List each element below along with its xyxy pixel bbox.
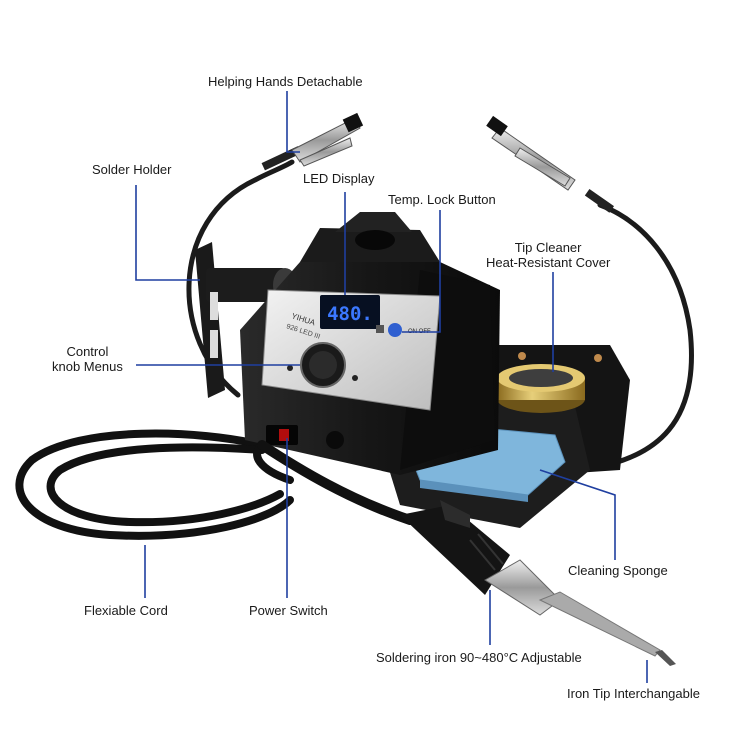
- callout-iron-tip: Iron Tip Interchangable: [567, 686, 700, 701]
- callout-power-switch: Power Switch: [249, 603, 328, 618]
- led-display-value: 480.: [327, 303, 373, 325]
- callout-control-line1: Control: [66, 344, 109, 359]
- callout-control-knob: Control knob Menus: [52, 344, 123, 374]
- helping-hand-arm-right: [577, 202, 694, 473]
- solder-holder: [195, 242, 297, 398]
- alligator-clip-right: [486, 115, 615, 213]
- callout-solder-holder: Solder Holder: [92, 162, 172, 177]
- plus-mark: [352, 375, 358, 381]
- callout-tip-cleaner-line1: Tip Cleaner: [514, 240, 582, 255]
- callout-control-line2: knob Menus: [52, 359, 123, 374]
- callout-leaders: [135, 91, 648, 683]
- tip-cleaner: [497, 364, 585, 413]
- led-display-window: [320, 295, 380, 329]
- callout-led-display: LED Display: [303, 171, 375, 186]
- station-body: 480. YIHUA 926 LED III ON OFF: [240, 212, 500, 475]
- callout-temp-lock: Temp. Lock Button: [388, 192, 496, 207]
- helping-hand-arm-left: [186, 159, 295, 398]
- callout-flexible-cord: Flexiable Cord: [84, 603, 168, 618]
- minus-mark: [287, 365, 293, 371]
- flexible-cord: [15, 429, 294, 540]
- callout-soldering-iron: Soldering iron 90~480°C Adjustable: [376, 650, 582, 665]
- callout-tip-cleaner: Tip Cleaner Heat-Resistant Cover: [486, 240, 610, 270]
- callout-tip-cleaner-line2: Heat-Resistant Cover: [486, 255, 611, 270]
- soldering-iron: [257, 440, 676, 666]
- lock-icon: [376, 325, 384, 333]
- callout-helping-hands: Helping Hands Detachable: [208, 74, 363, 89]
- temp-lock-button: [388, 323, 402, 337]
- alligator-clip-left: [261, 112, 364, 171]
- callout-cleaning-sponge: Cleaning Sponge: [568, 563, 668, 578]
